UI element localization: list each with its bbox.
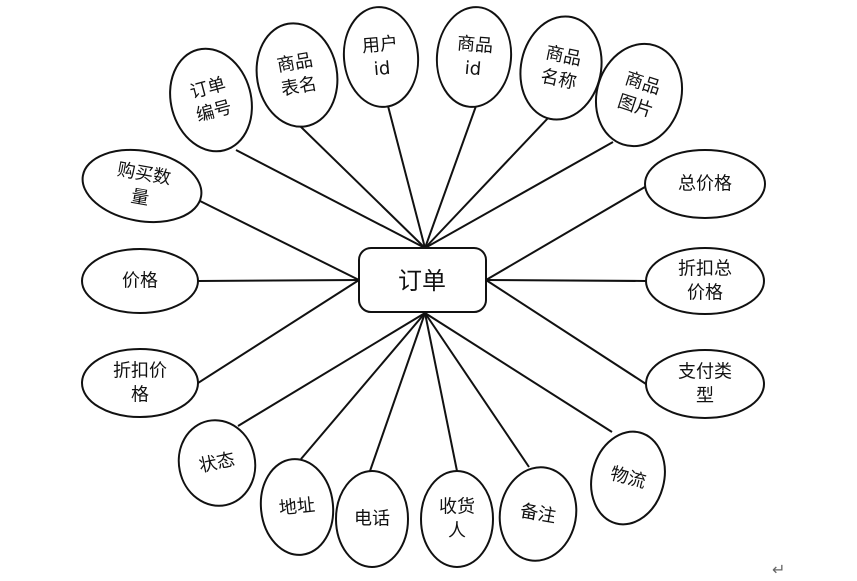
attribute-ellipse xyxy=(590,430,666,526)
attribute-ellipse xyxy=(81,248,199,314)
connector-order-no xyxy=(235,149,426,249)
attribute-ellipse xyxy=(594,42,684,148)
connector-discount-price xyxy=(197,279,360,384)
connector-total-price xyxy=(485,183,651,281)
attribute-ellipse xyxy=(645,349,765,419)
attribute-ellipse xyxy=(169,47,253,153)
attribute-ellipse xyxy=(420,470,494,568)
attribute-logistics: 物流 xyxy=(590,430,666,526)
connector-remark xyxy=(424,312,530,468)
attribute-label: id xyxy=(373,58,391,80)
attribute-ellipse xyxy=(81,148,203,224)
attribute-label: 用户 xyxy=(361,33,399,57)
attribute-phone: 电话 xyxy=(335,470,409,568)
attribute-label: 支付类 xyxy=(678,362,732,383)
attribute-address: 地址 xyxy=(259,458,335,556)
attribute-ellipse xyxy=(177,419,257,507)
attribute-ellipse xyxy=(335,470,409,568)
connector-payment-type xyxy=(485,279,647,385)
attribute-label: 价格 xyxy=(122,271,158,292)
connector-product-image xyxy=(424,141,614,249)
attribute-receiver: 收货人 xyxy=(420,470,494,568)
attribute-ellipse xyxy=(81,348,199,418)
connector-product-table-name xyxy=(299,125,426,249)
attribute-label: 折扣总 xyxy=(678,259,732,280)
connector-product-name xyxy=(424,116,550,249)
attribute-ellipse xyxy=(498,466,578,562)
connector-product-id xyxy=(424,105,477,249)
connector-lines xyxy=(197,105,651,472)
attribute-ellipse xyxy=(255,22,339,128)
connector-receiver xyxy=(424,312,458,472)
attribute-label: 收货 xyxy=(439,497,475,518)
attribute-label: id xyxy=(464,58,482,80)
attribute-label: 地址 xyxy=(278,495,316,520)
attribute-label: 折扣价 xyxy=(113,361,167,382)
entity-order: 订单 xyxy=(358,247,487,313)
attribute-ellipse xyxy=(645,247,765,315)
connector-status xyxy=(237,312,426,427)
connector-purchase-quantity xyxy=(197,199,360,281)
attribute-label: 电话 xyxy=(354,509,390,530)
attribute-remark: 备注 xyxy=(498,466,578,562)
connector-discount-total-price xyxy=(485,279,647,282)
entity-label: 订单 xyxy=(398,267,446,295)
attribute-label: 格 xyxy=(131,385,149,406)
paragraph-mark: ↵ xyxy=(772,560,786,579)
attribute-price: 价格 xyxy=(81,248,199,314)
entity-box xyxy=(358,247,487,313)
attribute-label: 人 xyxy=(448,521,466,542)
attribute-ellipse xyxy=(435,6,513,108)
attribute-label: 价格 xyxy=(687,283,723,304)
connector-address xyxy=(300,312,426,460)
attribute-ellipse xyxy=(644,149,766,219)
connector-user-id xyxy=(387,105,426,249)
attribute-status: 状态 xyxy=(177,419,257,507)
attribute-label: 型 xyxy=(696,386,714,407)
connector-logistics xyxy=(424,312,613,433)
attribute-label: 量 xyxy=(129,186,150,210)
connector-price xyxy=(197,279,360,282)
connector-phone xyxy=(369,312,426,472)
attribute-total-price: 总价格 xyxy=(644,149,766,219)
attribute-label: 商品 xyxy=(456,33,494,57)
attribute-label: 总价格 xyxy=(678,174,732,195)
attribute-ellipse xyxy=(342,6,420,108)
attribute-ellipse xyxy=(259,458,335,556)
